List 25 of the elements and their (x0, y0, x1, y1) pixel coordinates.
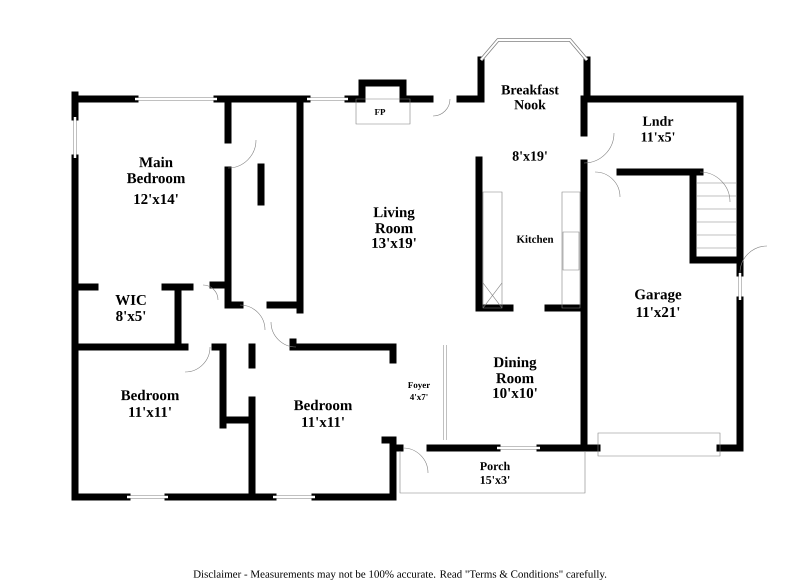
dimension-label: 13'x19' (372, 238, 416, 248)
dimension-label: 11'x5' (642, 132, 674, 142)
room-label: FP (374, 109, 386, 115)
room-label: Porch (480, 462, 510, 470)
dimension-label: 4'x7' (410, 394, 428, 400)
disclaimer: Disclaimer - Measurements may not be 100% accurate. Read "Terms & Conditions" carefully. (193, 570, 606, 580)
dimension-label: 15'x3' (480, 476, 510, 484)
dimension-label: 8'x5' (116, 310, 146, 322)
room-label: Breakfast Nook (501, 84, 559, 110)
room-label: Dining Room (494, 356, 536, 384)
room-label: Main Bedroom (126, 156, 186, 184)
room-label: Foyer (408, 382, 430, 390)
dimension-label: 11'x11' (129, 407, 171, 417)
room-label: Lndr (642, 116, 674, 126)
dimension-label: 8'x19' (512, 151, 547, 161)
dimension-label: 11'x21' (636, 307, 680, 317)
dimension-label: 12'x14' (134, 194, 178, 204)
room-label: Living Room (374, 206, 415, 234)
room-label: Bedroom (294, 400, 352, 410)
dimension-label: 11'x11' (302, 417, 344, 427)
room-label: WIC (115, 294, 146, 306)
dimension-label: 10'x10' (493, 388, 537, 398)
room-label: Garage (635, 289, 682, 303)
room-label: Kitchen (516, 235, 554, 243)
room-label: Bedroom (120, 390, 180, 400)
